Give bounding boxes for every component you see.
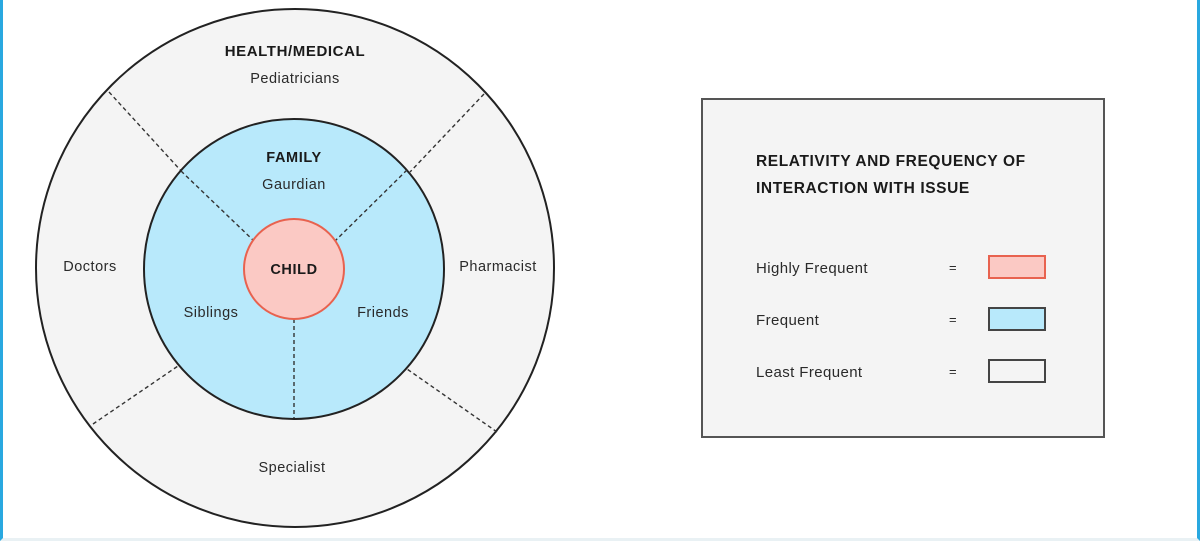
legend-label: Least Frequent	[756, 364, 863, 381]
outer-divider-top-left	[108, 91, 184, 174]
legend-equals: =	[949, 260, 957, 275]
label-siblings: Siblings	[184, 305, 239, 321]
legend-swatch-highly-frequent	[988, 255, 1046, 279]
label-pharmacist: Pharmacist	[459, 259, 537, 275]
interaction-diagram: HEALTH/MEDICAL Pediatricians Doctors Pha…	[35, 8, 555, 528]
legend-item-highly-frequent: Highly Frequent =	[756, 255, 1066, 283]
outer-divider-bottom-left	[92, 365, 179, 425]
legend-label: Frequent	[756, 312, 820, 329]
legend-item-least-frequent: Least Frequent =	[756, 359, 1066, 387]
label-friends: Friends	[357, 305, 409, 321]
legend-item-frequent: Frequent =	[756, 307, 1066, 335]
child-label: CHILD	[270, 262, 317, 278]
legend-label: Highly Frequent	[756, 260, 868, 277]
label-pediatricians: Pediatricians	[250, 71, 340, 87]
legend-equals: =	[949, 364, 957, 379]
outer-divider-bottom-right	[406, 368, 498, 433]
inner-divider-left	[180, 170, 255, 242]
label-gaurdian: Gaurdian	[262, 177, 326, 193]
child-node	[243, 218, 345, 320]
label-specialist: Specialist	[258, 460, 325, 476]
legend-swatch-least-frequent	[988, 359, 1046, 383]
legend-swatch-frequent	[988, 307, 1046, 331]
inner-divider-right	[334, 169, 408, 242]
outer-ring-heading: HEALTH/MEDICAL	[225, 43, 366, 60]
legend-equals: =	[949, 312, 957, 327]
legend-panel: RELATIVITY AND FREQUENCY OF INTERACTION …	[701, 98, 1105, 438]
legend-title-line-2: INTERACTION WITH ISSUE	[756, 180, 970, 197]
legend-title-line-1: RELATIVITY AND FREQUENCY OF	[756, 153, 1026, 170]
legend-title: RELATIVITY AND FREQUENCY OF INTERACTION …	[756, 148, 1086, 202]
family-heading: FAMILY	[266, 150, 321, 166]
label-doctors: Doctors	[63, 259, 116, 275]
outer-divider-top-right	[409, 93, 485, 173]
